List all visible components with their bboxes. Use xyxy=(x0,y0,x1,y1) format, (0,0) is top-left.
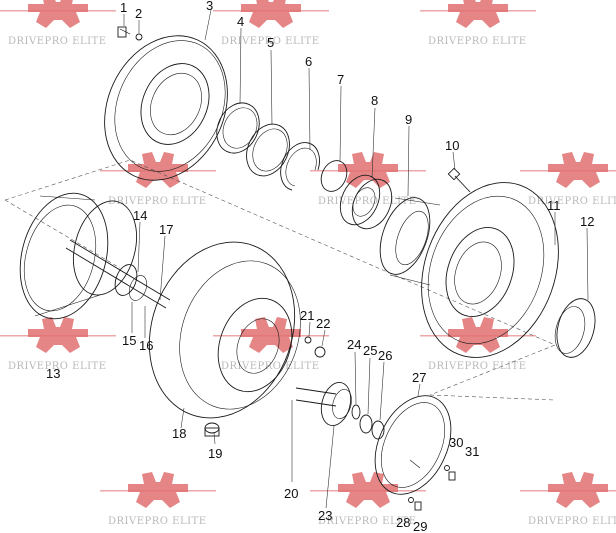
callout-23: 23 xyxy=(318,508,332,523)
callout-1: 1 xyxy=(120,0,127,15)
watermark-text: DRIVEPRO ELITE xyxy=(528,196,616,207)
callout-14: 14 xyxy=(133,208,147,223)
ring xyxy=(320,160,348,192)
snap-ring xyxy=(280,142,320,191)
watermark-text: DRIVEPRO ELITE xyxy=(318,196,417,207)
callout-6: 6 xyxy=(305,54,312,69)
watermark-logo: DRIVEPRO ELITE xyxy=(0,0,116,47)
watermark-text: DRIVEPRO ELITE xyxy=(108,196,207,207)
leader-lines xyxy=(123,9,589,509)
callout-31: 31 xyxy=(465,444,479,459)
callout-21: 21 xyxy=(300,308,314,323)
watermark-logo: DRIVEPRO ELITE xyxy=(520,152,616,207)
watermark-logo: DRIVEPRO ELITE xyxy=(213,0,329,47)
watermark-logo: DRIVEPRO ELITE xyxy=(0,317,116,372)
watermark-text: DRIVEPRO ELITE xyxy=(428,361,527,372)
planet-gear xyxy=(320,381,352,427)
spindle-hub xyxy=(379,197,441,286)
callout-8: 8 xyxy=(371,93,378,108)
cover-washer xyxy=(444,465,450,471)
callout-13: 13 xyxy=(46,366,60,381)
ring-gear xyxy=(19,192,137,320)
watermark-logo: DRIVEPRO ELITE xyxy=(420,317,536,372)
watermark-text: DRIVEPRO ELITE xyxy=(108,516,207,527)
watermark-logo: DRIVEPRO ELITE xyxy=(100,472,216,527)
callout-27: 27 xyxy=(412,370,426,385)
cover-plate xyxy=(374,395,452,495)
watermark-logo: DRIVEPRO ELITE xyxy=(310,472,426,527)
sun-gear-shaft xyxy=(295,387,337,407)
callout-17: 17 xyxy=(159,222,173,237)
outer-bearing xyxy=(554,298,596,358)
callout-16: 16 xyxy=(139,338,153,353)
watermark-logo: DRIVEPRO ELITE xyxy=(520,472,616,527)
watermark-logo: DRIVEPRO ELITE xyxy=(420,0,536,47)
callout-20: 20 xyxy=(284,486,298,501)
callout-30: 30 xyxy=(449,435,463,450)
watermark-text: DRIVEPRO ELITE xyxy=(8,361,107,372)
seal-ring-5 xyxy=(246,123,290,177)
assembly-guide xyxy=(4,159,556,401)
callout-2: 2 xyxy=(135,6,142,21)
shaft-seal xyxy=(114,264,148,301)
retaining-ring xyxy=(371,420,385,440)
callout-28: 28 xyxy=(396,515,410,530)
pin xyxy=(304,336,312,344)
callout-10: 10 xyxy=(445,138,459,153)
small-bolt xyxy=(414,501,422,511)
callout-26: 26 xyxy=(378,348,392,363)
watermark-text: DRIVEPRO ELITE xyxy=(318,516,417,527)
watermark-logo: DRIVEPRO ELITE xyxy=(100,152,216,207)
watermark-text: DRIVEPRO ELITE xyxy=(428,36,527,47)
callout-29: 29 xyxy=(413,519,427,533)
bolt xyxy=(117,26,131,38)
watermark-text: DRIVEPRO ELITE xyxy=(221,361,320,372)
watermark-logo: DRIVEPRO ELITE xyxy=(213,317,329,372)
callout-25: 25 xyxy=(363,343,377,358)
nut xyxy=(314,346,326,358)
callout-3: 3 xyxy=(206,0,213,13)
wheel-stud xyxy=(447,167,471,193)
callout-18: 18 xyxy=(172,426,186,441)
cover-bolt xyxy=(448,471,456,481)
callout-24: 24 xyxy=(347,337,361,352)
callout-9: 9 xyxy=(405,112,412,127)
watermark-logo: DRIVEPRO ELITE xyxy=(310,152,426,207)
watermark-text: DRIVEPRO ELITE xyxy=(528,516,616,527)
planet-carrier xyxy=(148,241,301,419)
watermark-text: DRIVEPRO ELITE xyxy=(8,36,107,47)
tapered-bearing xyxy=(339,174,393,230)
callout-19: 19 xyxy=(208,446,222,461)
callout-12: 12 xyxy=(580,214,594,229)
callout-7: 7 xyxy=(337,72,344,87)
spacer xyxy=(359,414,373,434)
callout-11: 11 xyxy=(547,198,561,213)
callout-4: 4 xyxy=(237,14,244,29)
wheel-hub xyxy=(421,182,559,358)
callout-5: 5 xyxy=(267,35,274,50)
callout-22: 22 xyxy=(316,316,330,331)
washer xyxy=(135,33,143,41)
watermark-text: DRIVEPRO ELITE xyxy=(221,36,320,47)
seal-ring-4 xyxy=(216,102,260,154)
thrust-washer xyxy=(351,404,361,420)
callout-labels: 1 2 3 4 5 6 7 8 9 10 11 12 13 14 15 16 1… xyxy=(46,0,594,533)
drain-plug xyxy=(204,422,220,437)
brake-disc xyxy=(104,35,228,181)
callout-15: 15 xyxy=(122,333,136,348)
small-washer xyxy=(408,497,414,503)
